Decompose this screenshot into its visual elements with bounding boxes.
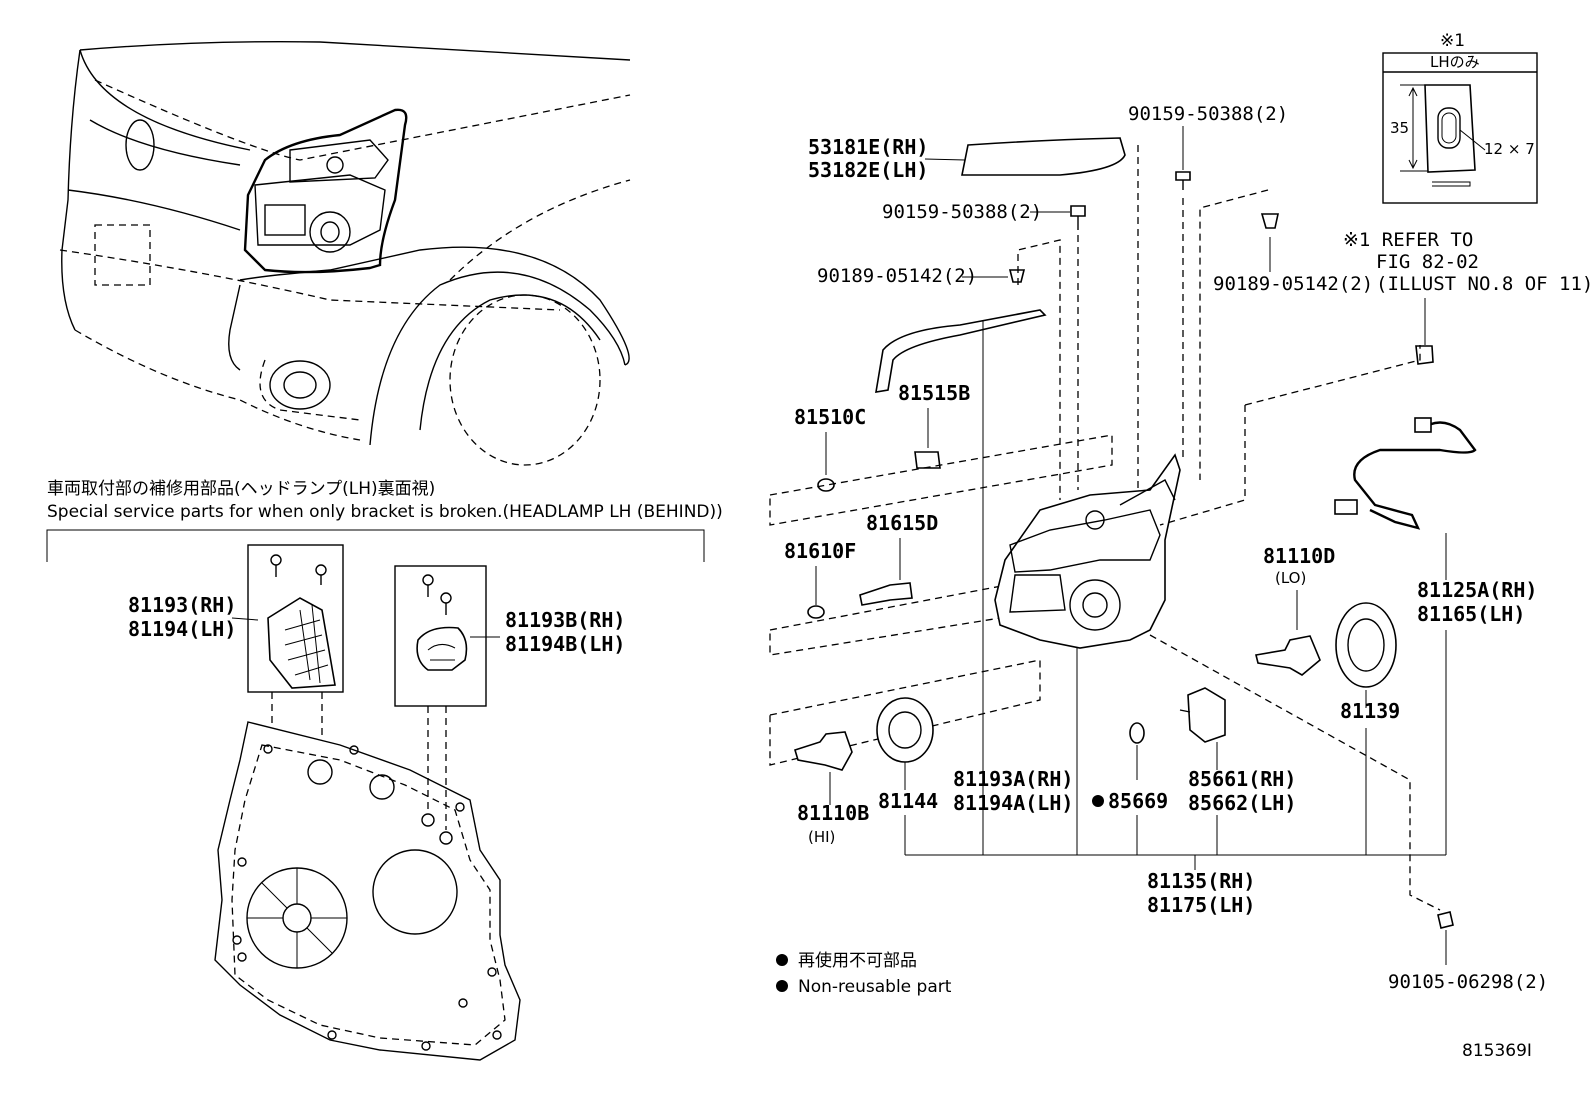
cap-81144 bbox=[876, 697, 934, 763]
headlamp-assembly bbox=[994, 453, 1181, 649]
screw-90105 bbox=[1437, 911, 1454, 929]
socket-81615D bbox=[859, 582, 913, 606]
inset-dim-slot: 12 × 7 bbox=[1484, 140, 1535, 158]
clip-90189-right bbox=[1260, 213, 1279, 229]
label-81110B-sub: (HI) bbox=[808, 828, 835, 846]
non-reusable-mark bbox=[1092, 795, 1104, 807]
label-81194: 81194(LH) bbox=[128, 617, 236, 641]
bulb-81110B-hi bbox=[794, 731, 853, 771]
special-parts-title-jp: 車両取付部の補修用部品(ヘッドランプ(LH)裏面視) bbox=[47, 478, 435, 499]
inset-dim-height: 35 bbox=[1390, 119, 1409, 137]
label-85662: 85662(LH) bbox=[1188, 791, 1296, 815]
label-90189-right: 90189-05142(2) bbox=[1213, 273, 1373, 295]
legend-bullet-jp bbox=[776, 954, 788, 966]
vehicle-front-illustration bbox=[59, 40, 631, 466]
label-81110B: 81110B bbox=[797, 801, 869, 825]
label-81194B: 81194B(LH) bbox=[505, 632, 625, 656]
label-81165: 81165(LH) bbox=[1417, 602, 1525, 626]
connector-81125A bbox=[1334, 499, 1358, 515]
label-81193A: 81193A(RH) bbox=[953, 767, 1073, 791]
label-81194A: 81194A(LH) bbox=[953, 791, 1073, 815]
cap-81139 bbox=[1335, 602, 1397, 688]
refer-line3: (ILLUST NO.8 OF 11) bbox=[1376, 273, 1592, 295]
label-81110D-sub: (LO) bbox=[1275, 569, 1306, 587]
label-90159-top: 90159-50388(2) bbox=[1128, 103, 1288, 125]
bracket-81193-illustration bbox=[267, 554, 336, 689]
refer-line2: FIG 82-02 bbox=[1376, 251, 1479, 273]
headlamp-housing-back-view bbox=[214, 721, 521, 1061]
label-81193B: 81193B(RH) bbox=[505, 608, 625, 632]
clip-detail-inset bbox=[1400, 84, 1486, 187]
label-85661: 85661(RH) bbox=[1188, 767, 1296, 791]
bulb-81110D-lo bbox=[1255, 635, 1321, 676]
note-ref-mark: ※1 bbox=[1440, 31, 1465, 51]
label-81144: 81144 bbox=[878, 789, 938, 813]
label-53181E: 53181E(RH) bbox=[808, 135, 928, 159]
gasket-85669 bbox=[1129, 722, 1145, 744]
label-81510C: 81510C bbox=[794, 405, 866, 429]
inset-title: LHのみ bbox=[1430, 53, 1480, 71]
legend-bullet-en bbox=[776, 980, 788, 992]
label-90159-mid: 90159-50388(2) bbox=[882, 201, 1042, 223]
bulb-81610F bbox=[807, 605, 825, 619]
label-81135: 81135(RH) bbox=[1147, 869, 1255, 893]
label-90189-left: 90189-05142(2) bbox=[817, 265, 977, 287]
seal-wire-81193A bbox=[875, 309, 1047, 393]
screw-90159-top bbox=[1175, 171, 1191, 181]
label-53182E: 53182E(LH) bbox=[808, 158, 928, 182]
bulb-81510C bbox=[817, 478, 835, 492]
screw-90159-mid bbox=[1070, 205, 1086, 217]
label-81175: 81175(LH) bbox=[1147, 893, 1255, 917]
socket-81515B bbox=[914, 451, 941, 469]
label-81610F: 81610F bbox=[784, 539, 856, 563]
actuator-85661 bbox=[1187, 687, 1226, 743]
label-85669: 85669 bbox=[1108, 789, 1168, 813]
legend-en: Non-reusable part bbox=[798, 977, 952, 997]
clip-90189-left bbox=[1008, 269, 1026, 283]
label-81515B: 81515B bbox=[898, 381, 970, 405]
refer-line1: ※1 REFER TO bbox=[1343, 229, 1473, 251]
clip-ref-part bbox=[1415, 345, 1434, 365]
label-81193: 81193(RH) bbox=[128, 593, 236, 617]
figure-id: 815369I bbox=[1462, 1041, 1532, 1061]
label-81615D: 81615D bbox=[866, 511, 938, 535]
special-parts-title-en: Special service parts for when only brac… bbox=[47, 502, 723, 522]
bracket-81193B-illustration bbox=[416, 574, 468, 671]
legend-jp: 再使用不可部品 bbox=[798, 950, 917, 971]
bezel-strip-53181E bbox=[961, 137, 1126, 176]
label-90105: 90105-06298(2) bbox=[1388, 971, 1548, 993]
label-81125A: 81125A(RH) bbox=[1417, 578, 1537, 602]
label-81110D: 81110D bbox=[1263, 544, 1335, 568]
label-81139: 81139 bbox=[1340, 699, 1400, 723]
